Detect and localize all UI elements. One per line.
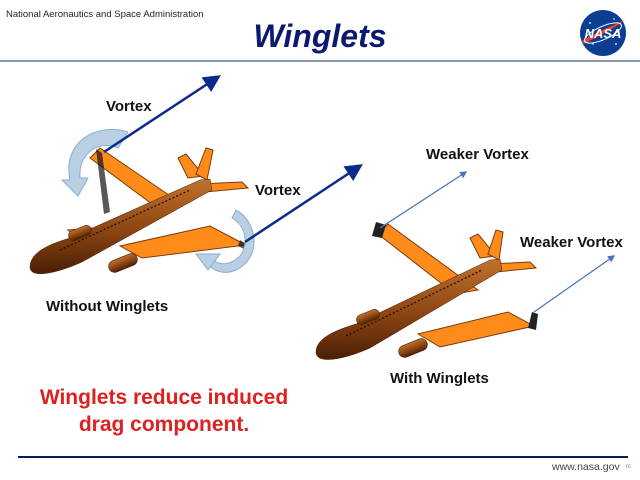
caption: Winglets reduce induced drag component. [14, 384, 314, 438]
winglet-diagram [29, 75, 616, 360]
footer-mark: rc [626, 464, 631, 470]
label-with-winglets: With Winglets [390, 370, 489, 387]
header-divider [0, 60, 640, 62]
page-title: Winglets [253, 18, 387, 54]
label-vortex-middle: Vortex [255, 182, 301, 199]
vortex-arrow-right [244, 164, 363, 244]
label-weaker-vortex-right: Weaker Vortex [520, 234, 623, 251]
caption-line-2: drag component. [78, 413, 250, 436]
plane-without-winglets [29, 147, 250, 274]
label-without-winglets: Without Winglets [46, 298, 169, 315]
nasa-logo-text: NASA [585, 26, 622, 41]
vortex-swirl-left [60, 128, 129, 197]
nasa-logo: NASA [580, 10, 626, 56]
label-weaker-vortex-top: Weaker Vortex [426, 146, 529, 163]
agency-name: National Aeronautics and Space Administr… [6, 9, 204, 20]
weaker-vortex-arrow-top [379, 171, 468, 229]
footer-site: www.nasa.gov [552, 461, 620, 473]
weaker-vortex-arrow-right [533, 255, 616, 313]
vortex-arrow-left [103, 75, 221, 154]
label-vortex-top: Vortex [106, 98, 152, 115]
plane-with-winglets [315, 222, 538, 360]
footer-divider [18, 456, 628, 458]
caption-line-1: Winglets reduce induced [39, 386, 289, 409]
vortex-swirl-right-head [195, 253, 221, 271]
